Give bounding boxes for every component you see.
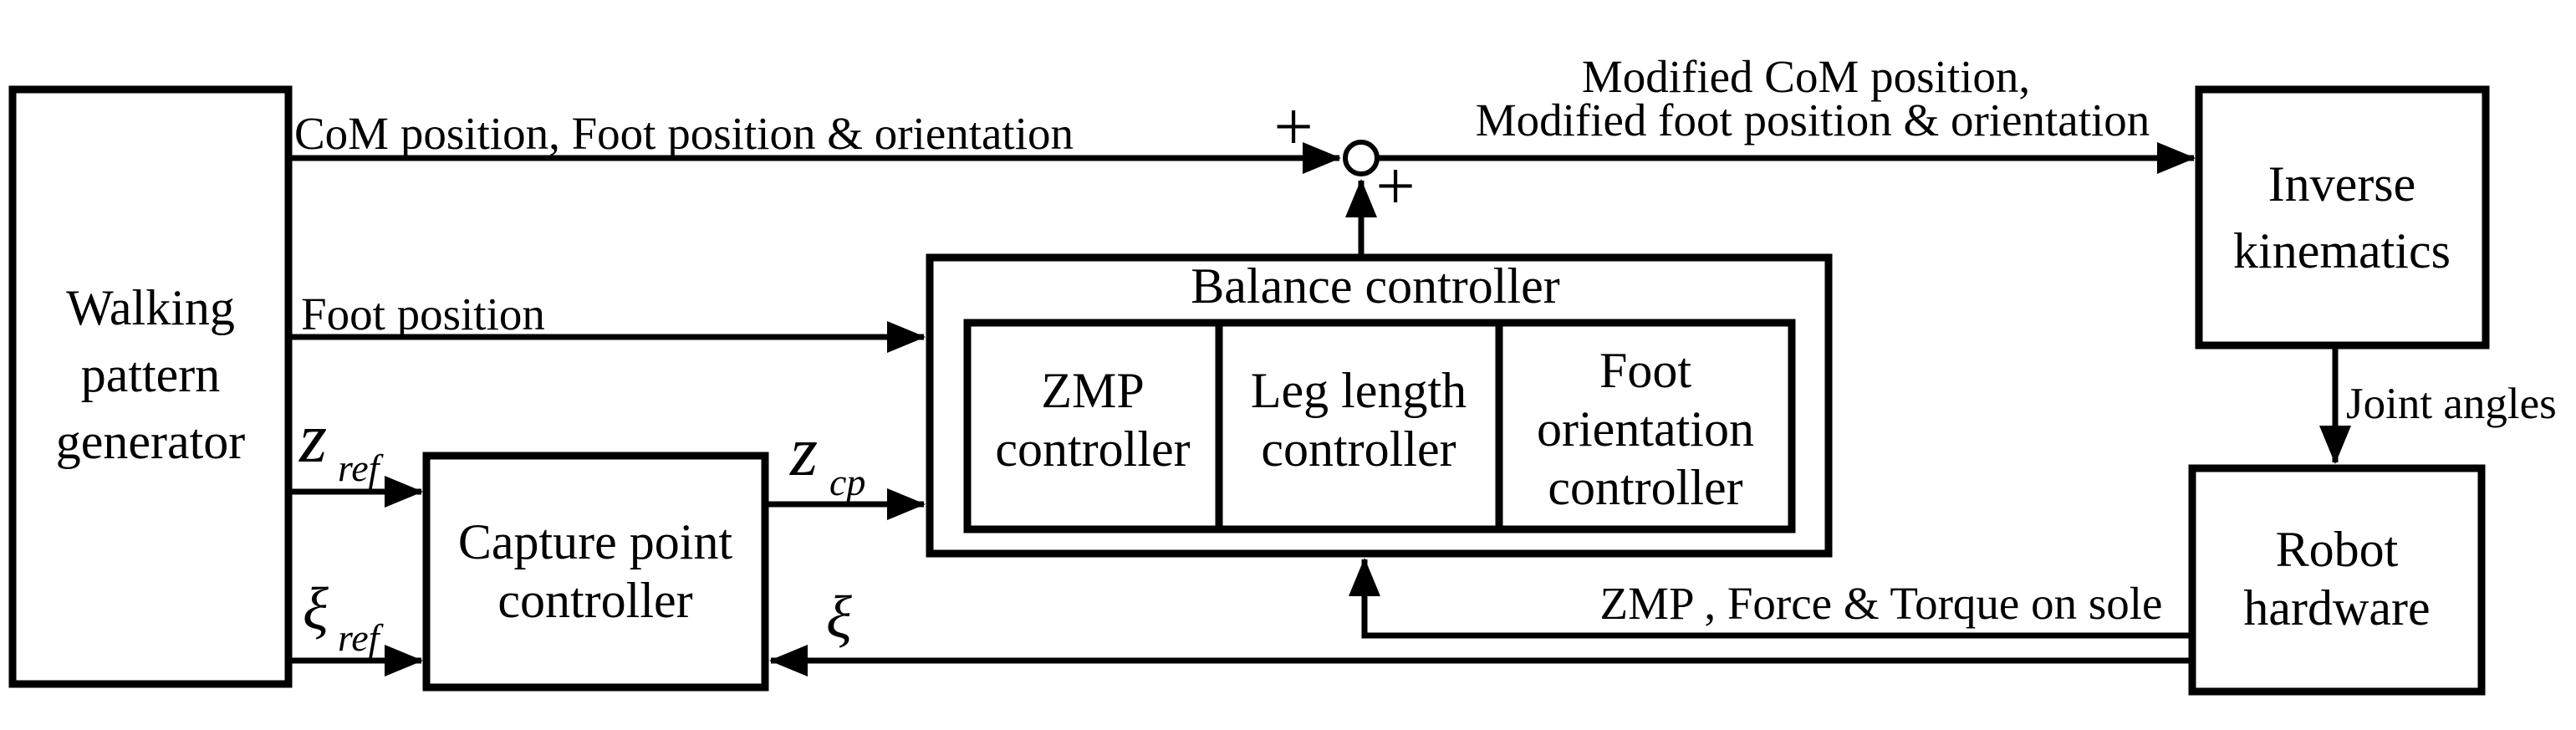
capture-point-controller-label-2: controller bbox=[497, 573, 692, 628]
plus-sign-input: + bbox=[1273, 89, 1313, 166]
zmp-controller-label-2: controller bbox=[995, 421, 1190, 477]
z-ref-subscript: ref bbox=[338, 447, 385, 489]
summing-junction: + + bbox=[1273, 89, 1415, 226]
joint-angles-label: Joint angles bbox=[2346, 380, 2557, 428]
walking-pattern-generator-label-2: pattern bbox=[81, 347, 221, 402]
balance-controller-box: Balance controller ZMP controller Leg le… bbox=[926, 253, 1833, 558]
inverse-kinematics-label-2: kinematics bbox=[2233, 223, 2451, 278]
xi-ref-symbol: ξ bbox=[303, 575, 329, 642]
capture-point-controller-box: Capture point controller bbox=[422, 452, 769, 692]
leg-length-controller-label-1: Leg length bbox=[1251, 363, 1467, 418]
leg-length-controller-label-2: controller bbox=[1261, 421, 1456, 477]
plus-sign-feedback: + bbox=[1375, 148, 1415, 226]
walking-pattern-generator-box: Walking pattern generator bbox=[8, 85, 293, 688]
zmp-force-torque-label: ZMP , Force & Torque on sole bbox=[1600, 578, 2163, 629]
foot-orientation-controller-rect bbox=[1495, 319, 1796, 533]
zmp-controller-label-1: ZMP bbox=[1041, 363, 1144, 418]
foot-orientation-controller-label-3: controller bbox=[1548, 460, 1742, 515]
inverse-kinematics-box: Inverse kinematics bbox=[2195, 85, 2490, 350]
walking-pattern-generator-rect bbox=[8, 85, 293, 688]
foot-orientation-controller-label-2: orientation bbox=[1537, 401, 1754, 457]
xi-ref-label: ξ ref bbox=[303, 575, 385, 659]
robot-hardware-label-2: hardware bbox=[2243, 580, 2430, 636]
summing-junction-circle bbox=[1343, 140, 1380, 176]
walking-pattern-generator-label-3: generator bbox=[56, 414, 246, 469]
z-cp-label: z cp bbox=[789, 412, 865, 503]
robot-hardware-box: Robot hardware bbox=[2188, 464, 2486, 696]
inverse-kinematics-label-1: Inverse bbox=[2268, 156, 2416, 212]
foot-orientation-controller-label-1: Foot bbox=[1599, 343, 1691, 398]
foot-position-label: Foot position bbox=[301, 288, 545, 339]
z-cp-symbol: z bbox=[789, 412, 818, 491]
leg-length-controller-box: Leg length controller bbox=[1215, 319, 1503, 533]
walking-pattern-generator-label-1: Walking bbox=[66, 280, 235, 335]
capture-point-controller-label-1: Capture point bbox=[458, 514, 733, 569]
z-cp-subscript: cp bbox=[829, 461, 865, 503]
modified-foot-label: Modified foot position & orientation bbox=[1476, 94, 2150, 145]
robot-hardware-label-1: Robot bbox=[2276, 522, 2399, 577]
robot-hardware-rect bbox=[2188, 464, 2486, 696]
balance-controller-title: Balance controller bbox=[1191, 258, 1559, 314]
capture-point-controller-rect bbox=[422, 452, 769, 692]
z-ref-symbol: z bbox=[298, 399, 327, 477]
xi-feedback-label: ξ bbox=[826, 584, 852, 651]
z-ref-label: z ref bbox=[298, 399, 385, 489]
zmp-controller-box: ZMP controller bbox=[963, 319, 1223, 533]
xi-ref-subscript: ref bbox=[338, 616, 385, 659]
zmp-feedback-arrow bbox=[1349, 558, 2192, 639]
com-position-label: CoM position, Foot position & orientatio… bbox=[294, 108, 1074, 159]
inverse-kinematics-rect bbox=[2195, 85, 2490, 350]
zmp-controller-rect bbox=[963, 319, 1223, 533]
foot-orientation-controller-box: Foot orientation controller bbox=[1495, 319, 1796, 533]
modified-com-label: Modified CoM position, bbox=[1582, 51, 2030, 102]
